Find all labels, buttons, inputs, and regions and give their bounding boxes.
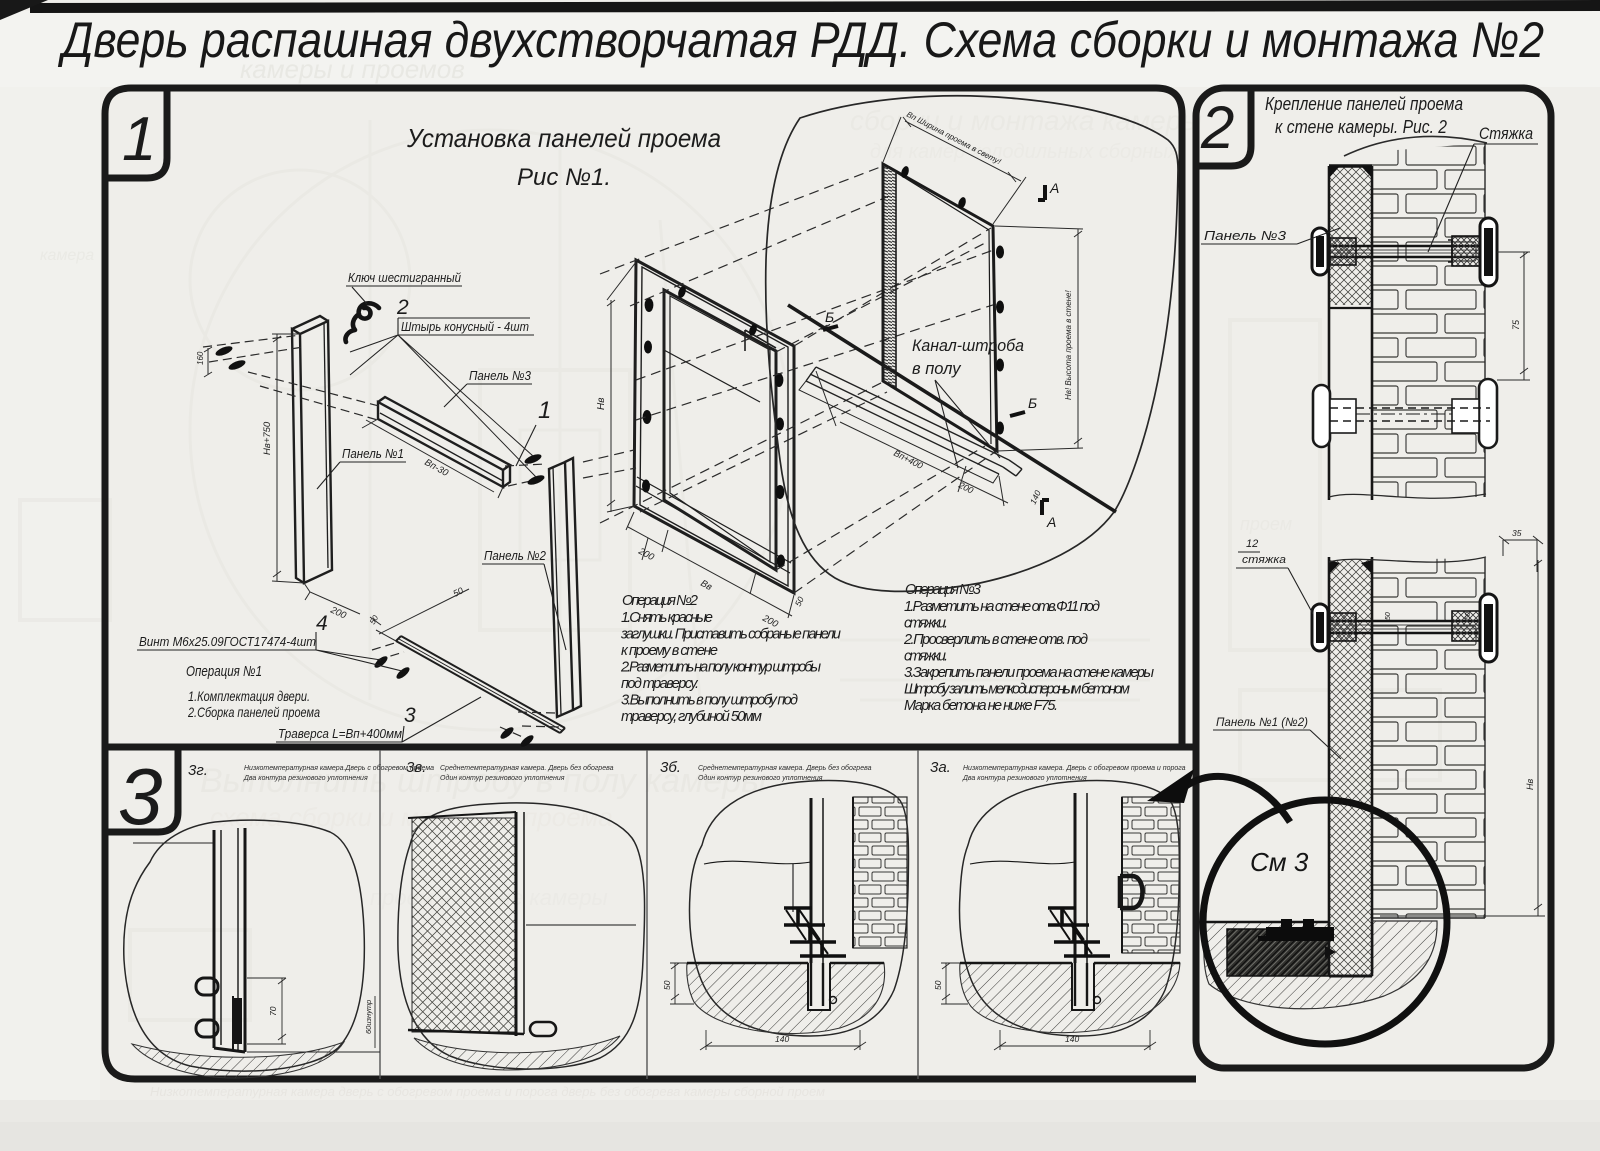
svg-text:См 3: См 3 — [1250, 847, 1309, 877]
svg-text:75: 75 — [1511, 319, 1521, 330]
svg-text:1.Комплектация двери.: 1.Комплектация двери. — [188, 688, 310, 704]
svg-text:для камер холодильных сборных: для камер холодильных сборных — [870, 141, 1179, 163]
svg-text:Нв: Нв — [596, 398, 607, 410]
svg-text:3.Выполнить в полу штробу под: 3.Выполнить в полу штробу под — [621, 693, 798, 709]
svg-text:Панель №2: Панель №2 — [484, 548, 547, 563]
svg-text:заглушки. Приставить собраные: заглушки. Приставить собраные панели — [620, 627, 841, 643]
svg-text:траверсу, глубиной 50мм: траверсу, глубиной 50мм — [621, 709, 762, 725]
svg-text:стяжки.: стяжки. — [904, 649, 948, 665]
svg-text:стяжка: стяжка — [1242, 554, 1286, 566]
svg-text:камеры и проемов: камеры и проемов — [240, 54, 465, 84]
svg-text:12: 12 — [1246, 538, 1258, 550]
svg-text:160: 160 — [196, 351, 205, 365]
svg-text:Установка панелей проема: Установка панелей проема — [406, 123, 721, 153]
svg-text:2: 2 — [1200, 94, 1234, 161]
svg-text:Один контур резинового уплотне: Один контур резинового уплотнения — [440, 774, 565, 782]
svg-text:сборки и монтажа камеры: сборки и монтажа камеры — [850, 105, 1202, 136]
svg-text:Б: Б — [825, 309, 834, 325]
svg-text:3: 3 — [404, 704, 416, 727]
svg-text:4: 4 — [316, 612, 328, 635]
svg-text:Вв: Вв — [699, 578, 714, 593]
svg-text:3.Закрепить панели проема на с: 3.Закрепить панели проема на стене камер… — [904, 665, 1154, 681]
svg-text:Штырь конусный - 4шт: Штырь конусный - 4шт — [401, 319, 529, 334]
svg-text:Винт М6х25.09ГОСТ17474-4шт: Винт М6х25.09ГОСТ17474-4шт — [139, 634, 316, 649]
svg-text:Б: Б — [1028, 395, 1037, 411]
svg-text:Операция №1: Операция №1 — [186, 664, 262, 680]
svg-text:к проему в стене: к проему в стене — [621, 643, 718, 659]
svg-text:Низкотемпературная камера.Двер: Низкотемпературная камера.Дверь с обогре… — [244, 764, 434, 772]
svg-text:Два контура резинового уплотне: Два контура резинового уплотнения — [243, 775, 368, 782]
svg-text:Один контур резинового уплотне: Один контур резинового уплотнения — [698, 774, 823, 782]
svg-text:60изнутр: 60изнутр — [364, 1000, 373, 1034]
svg-text:35: 35 — [1512, 528, 1522, 538]
svg-text:стяжки.: стяжки. — [904, 616, 948, 632]
svg-text:3в.: 3в. — [406, 759, 426, 776]
svg-text:50: 50 — [793, 595, 806, 608]
svg-text:1: 1 — [122, 105, 156, 174]
svg-text:140: 140 — [1065, 1034, 1079, 1044]
svg-text:Панель №1: Панель №1 — [342, 446, 404, 461]
svg-text:70: 70 — [268, 1006, 278, 1016]
svg-text:2: 2 — [396, 296, 409, 319]
svg-text:2.Сборка панелей проема: 2.Сборка панелей проема — [187, 704, 320, 720]
svg-text:50: 50 — [933, 980, 943, 990]
svg-text:в полу: в полу — [912, 360, 962, 378]
svg-text:Нв! Высота проема в стене!: Нв! Высота проема в стене! — [1064, 290, 1073, 400]
svg-text:Стяжка: Стяжка — [1479, 124, 1533, 143]
svg-text:А: А — [1049, 180, 1059, 196]
svg-text:Штробу залить мелкодисперсным: Штробу залить мелкодисперсным бетоном — [904, 682, 1130, 698]
svg-text:3а.: 3а. — [930, 759, 951, 776]
svg-text:А: А — [1046, 514, 1056, 530]
svg-text:Операция №2: Операция №2 — [622, 593, 698, 609]
svg-text:Панель №3: Панель №3 — [1204, 228, 1287, 243]
svg-text:140: 140 — [775, 1034, 789, 1044]
svg-text:Рис №1.: Рис №1. — [517, 164, 611, 191]
svg-text:под траверсу.: под траверсу. — [621, 676, 699, 692]
svg-text:2.Просверлить в стене отв. по: 2.Просверлить в стене отв. под — [903, 632, 1088, 648]
svg-text:Низкотемпературная камера двер: Низкотемпературная камера дверь с обогре… — [150, 1084, 825, 1099]
svg-text:1.Разметить на стене отв.Ф11 п: 1.Разметить на стене отв.Ф11 под — [904, 599, 1100, 615]
svg-text:Нв: Нв — [1525, 779, 1535, 790]
svg-text:3г.: 3г. — [188, 762, 208, 779]
svg-text:3: 3 — [118, 752, 163, 841]
svg-text:Два контура резинового уплотне: Два контура резинового уплотнения — [962, 775, 1087, 782]
svg-text:проем: проем — [1240, 514, 1292, 534]
svg-text:Среднетемпературная камера. Дв: Среднетемпературная камера. Дверь без об… — [440, 764, 614, 772]
svg-text:Марка бетона не ниже F75.: Марка бетона не ниже F75. — [904, 698, 1058, 714]
svg-text:Дверь распашная двухстворчатая: Дверь распашная двухстворчатая РДД. Схем… — [58, 12, 1545, 68]
svg-text:Канал-штроба: Канал-штроба — [912, 337, 1024, 355]
svg-text:Траверса L=Вп+400мм: Траверса L=Вп+400мм — [278, 726, 402, 741]
svg-text:50: 50 — [1465, 612, 1472, 620]
svg-text:камера: камера — [40, 247, 94, 264]
svg-text:к стене камеры. Рис. 2: к стене камеры. Рис. 2 — [1275, 116, 1448, 137]
svg-text:Выполнить штробу в полу камеры: Выполнить штробу в полу камеры — [200, 762, 766, 800]
svg-text:Панель №3: Панель №3 — [469, 368, 532, 383]
svg-text:Ключ шестигранный: Ключ шестигранный — [348, 270, 461, 285]
svg-text:Панель №1 (№2): Панель №1 (№2) — [1216, 715, 1308, 729]
svg-text:1: 1 — [538, 397, 551, 424]
svg-text:50: 50 — [662, 980, 672, 990]
svg-text:Крепление панелей проема: Крепление панелей проема — [1265, 93, 1463, 114]
svg-text:2.Разметить на полу контур штр: 2.Разметить на полу контур штробы — [620, 660, 821, 676]
svg-text:Среднетемпературная камера. Дв: Среднетемпературная камера. Дверь без об… — [698, 764, 872, 772]
svg-text:1.Снять красные: 1.Снять красные — [621, 610, 713, 626]
svg-text:3б.: 3б. — [660, 759, 681, 776]
svg-text:Нв+750: Нв+750 — [262, 421, 273, 455]
svg-text:50: 50 — [1385, 612, 1392, 620]
svg-text:Низкотемпературная камера. Две: Низкотемпературная камера. Дверь с обогр… — [963, 764, 1186, 772]
svg-text:50: 50 — [451, 585, 464, 598]
